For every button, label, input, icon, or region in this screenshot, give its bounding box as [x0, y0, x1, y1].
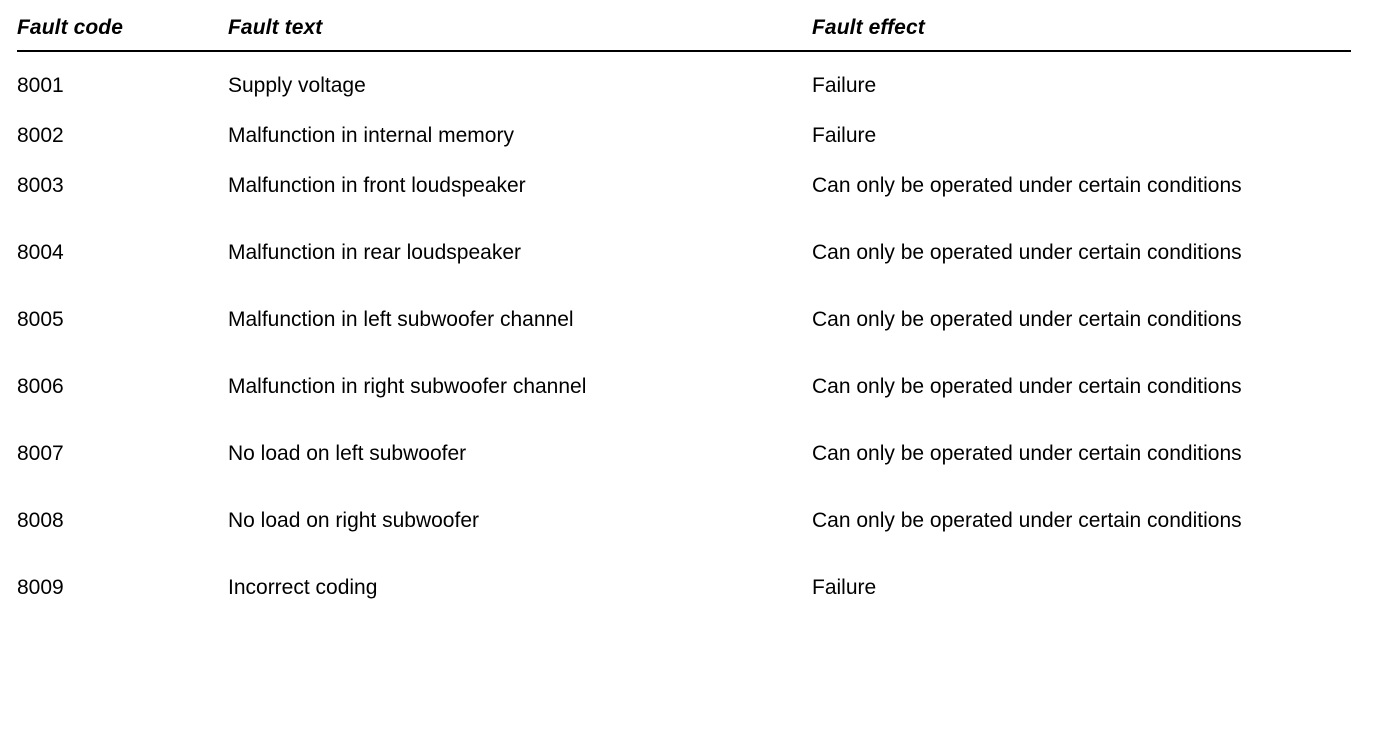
- table-row: 8007 No load on left subwoofer Can only be…: [17, 420, 1351, 487]
- table-row: 8006 Malfunction in right subwoofer chann…: [17, 353, 1351, 420]
- cell-fault-code: 8006: [17, 375, 64, 398]
- column-header-fault-text: Fault text: [228, 16, 812, 52]
- cell-fault-code: 8009: [17, 576, 64, 599]
- cell-fault-text: Malfunction in right subwoofer channel: [228, 375, 587, 398]
- table-row: 8008 No load on right subwoofer Can only b…: [17, 487, 1351, 554]
- cell-fault-code: 8005: [17, 308, 64, 331]
- table-row: 8002 Malfunction in internal memory Failur…: [17, 102, 1351, 152]
- fault-code-table: Fault code Fault text Fault effect 8001 S…: [17, 16, 1351, 604]
- cell-fault-text: No load on right subwoofer: [228, 509, 479, 532]
- cell-fault-text: Malfunction in front loudspeaker: [228, 174, 526, 197]
- cell-fault-code: 8002: [17, 124, 64, 147]
- cell-fault-code: 8003: [17, 174, 64, 197]
- table-row: 8009 Incorrect coding Failure: [17, 554, 1351, 604]
- table-row: 8001 Supply voltage Failure: [17, 51, 1351, 102]
- cell-fault-text: Supply voltage: [228, 74, 366, 97]
- cell-fault-text: Malfunction in rear loudspeaker: [228, 241, 521, 264]
- column-header-fault-code: Fault code: [17, 16, 228, 52]
- cell-fault-code: 8004: [17, 241, 64, 264]
- table-row: 8003 Malfunction in front loudspeaker Can …: [17, 152, 1351, 219]
- cell-fault-effect: Can only be operated under certain condi…: [812, 241, 1242, 264]
- cell-fault-code: 8001: [17, 74, 64, 97]
- cell-fault-code: 8007: [17, 442, 64, 465]
- cell-fault-effect: Can only be operated under certain condi…: [812, 442, 1242, 465]
- table-row: 8005 Malfunction in left subwoofer channe…: [17, 286, 1351, 353]
- cell-fault-effect: Can only be operated under certain condi…: [812, 308, 1242, 331]
- column-header-fault-effect: Fault effect: [812, 16, 1351, 52]
- table-row: 8004 Malfunction in rear loudspeaker Can o…: [17, 219, 1351, 286]
- cell-fault-text: No load on left subwoofer: [228, 442, 467, 465]
- cell-fault-text: Malfunction in internal memory: [228, 124, 514, 147]
- cell-fault-code: 8008: [17, 509, 64, 532]
- cell-fault-effect: Can only be operated under certain condi…: [812, 509, 1242, 532]
- cell-fault-effect: Can only be operated under certain condi…: [812, 174, 1242, 197]
- cell-fault-effect: Failure: [812, 124, 877, 147]
- cell-fault-effect: Can only be operated under certain condi…: [812, 375, 1242, 398]
- table-header-row: Fault code Fault text Fault effect: [17, 16, 1351, 52]
- cell-fault-text: Malfunction in left subwoofer channel: [228, 308, 574, 331]
- table-header: Fault code Fault text Fault effect: [17, 16, 1351, 52]
- cell-fault-text: Incorrect coding: [228, 576, 378, 599]
- cell-fault-effect: Failure: [812, 74, 877, 97]
- cell-fault-effect: Failure: [812, 576, 877, 599]
